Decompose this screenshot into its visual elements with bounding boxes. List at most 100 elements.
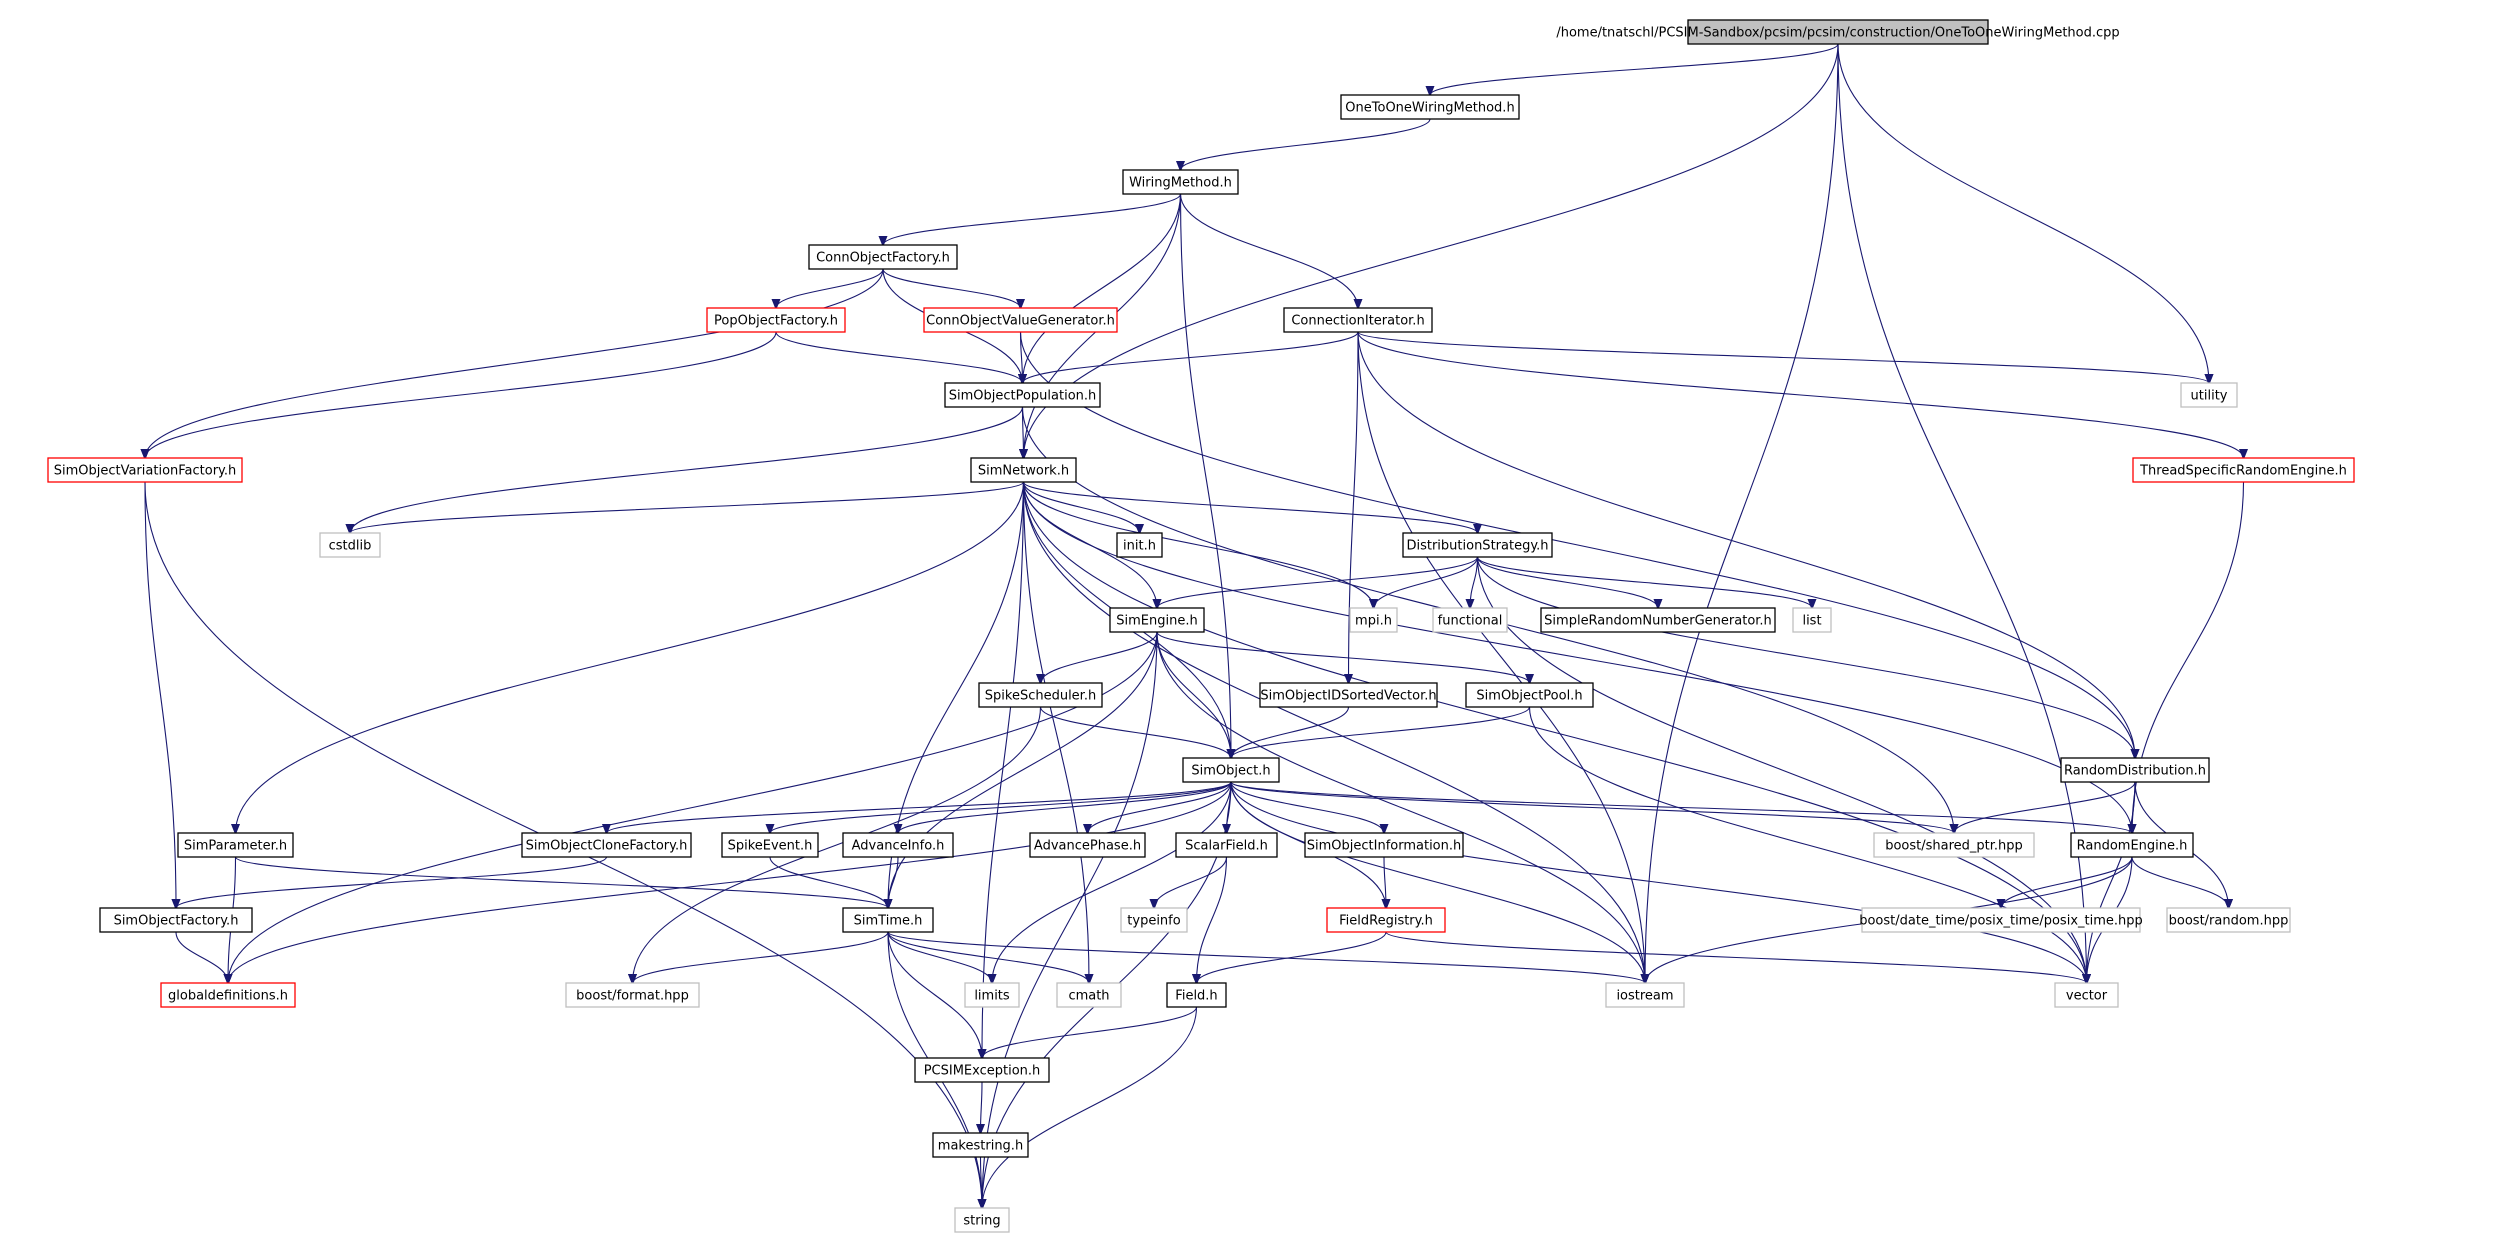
node-functional[interactable]: functional bbox=[1432, 607, 1508, 633]
node-advancephase-h[interactable]: AdvancePhase.h bbox=[1029, 832, 1146, 858]
edge-root-to-otowm bbox=[1430, 43, 1839, 95]
node-label: SimObjectIDSortedVector.h bbox=[1260, 689, 1436, 704]
node-mpi-h[interactable]: mpi.h bbox=[1349, 607, 1398, 633]
edge-sn-to-cstdlib bbox=[350, 481, 1025, 533]
node-label: AdvancePhase.h bbox=[1034, 839, 1141, 854]
edge-ai-to-st bbox=[888, 856, 899, 908]
node-simobjectclonefactory-h[interactable]: SimObjectCloneFactory.h bbox=[521, 832, 692, 858]
edge-sopool-to-so bbox=[1231, 706, 1531, 758]
node-distributionstrategy-h[interactable]: DistributionStrategy.h bbox=[1402, 532, 1553, 558]
node-connobjectfactory-h[interactable]: ConnObjectFactory.h bbox=[808, 244, 958, 270]
node-advanceinfo-h[interactable]: AdvanceInfo.h bbox=[842, 832, 954, 858]
edge-ds-to-rd bbox=[1476, 556, 2136, 758]
edge-sopool-to-vector bbox=[1528, 706, 2087, 983]
edge-ci-to-rd bbox=[1357, 331, 2135, 758]
node-makestring-h[interactable]: makestring.h bbox=[932, 1132, 1029, 1158]
node-connobjectvaluegenerator-h[interactable]: ConnObjectValueGenerator.h bbox=[923, 307, 1118, 333]
node-box bbox=[1056, 982, 1122, 1008]
node-label: SimEngine.h bbox=[1116, 614, 1197, 629]
node-utility[interactable]: utility bbox=[2180, 382, 2238, 408]
node-randomengine-h[interactable]: RandomEngine.h bbox=[2070, 832, 2194, 858]
node-simobjectpool-h[interactable]: SimObjectPool.h bbox=[1465, 682, 1594, 708]
node-label: AdvanceInfo.h bbox=[852, 839, 945, 854]
node-label: SimObjectInformation.h bbox=[1307, 839, 1462, 854]
node-scalarfield-h[interactable]: ScalarField.h bbox=[1175, 832, 1278, 858]
node-label: SimParameter.h bbox=[184, 839, 287, 854]
edge-so-to-socf bbox=[607, 781, 1232, 833]
edge-sof-to-gd bbox=[175, 931, 228, 983]
node-field-h[interactable]: Field.h bbox=[1166, 982, 1227, 1008]
node-simobject-h[interactable]: SimObject.h bbox=[1182, 757, 1280, 783]
node-label: cmath bbox=[1068, 989, 1109, 1004]
node-spikescheduler-h[interactable]: SpikeScheduler.h bbox=[978, 682, 1103, 708]
node-simparameter-h[interactable]: SimParameter.h bbox=[177, 832, 294, 858]
node-boost-format-hpp[interactable]: boost/format.hpp bbox=[565, 982, 700, 1008]
node-simnetwork-h[interactable]: SimNetwork.h bbox=[970, 457, 1077, 483]
node-box bbox=[964, 982, 1020, 1008]
node-typeinfo[interactable]: typeinfo bbox=[1120, 907, 1188, 933]
node-label: ScalarField.h bbox=[1185, 839, 1268, 854]
edge-sop-to-cstdlib bbox=[350, 406, 1024, 533]
node-init-h[interactable]: init.h bbox=[1116, 532, 1163, 558]
node-box bbox=[914, 1057, 1050, 1083]
node-simengine-h[interactable]: SimEngine.h bbox=[1109, 607, 1205, 633]
node-box bbox=[177, 832, 294, 858]
node-label: DistributionStrategy.h bbox=[1406, 539, 1548, 554]
node-box bbox=[1432, 607, 1508, 633]
node-box bbox=[706, 307, 846, 333]
node-label: SimNetwork.h bbox=[978, 464, 1069, 479]
edge-sn-to-init bbox=[1022, 481, 1140, 533]
node-boost-random-hpp[interactable]: boost/random.hpp bbox=[2166, 907, 2291, 933]
node-spikeevent-h[interactable]: SpikeEvent.h bbox=[721, 832, 819, 858]
edge-sn-to-cmath bbox=[1022, 481, 1090, 983]
edge-so-to-limits bbox=[992, 781, 1232, 983]
node-simobjectpopulation-h[interactable]: SimObjectPopulation.h bbox=[944, 382, 1101, 408]
node-home-tnatschl-pcsim-sandbox-pcsim-pcsim-construction-onetoonewiringmethod-cpp[interactable]: /home/tnatschl/PCSIM-Sandbox/pcsim/pcsim… bbox=[1556, 19, 2120, 45]
node-cstdlib[interactable]: cstdlib bbox=[319, 532, 381, 558]
node-cmath[interactable]: cmath bbox=[1056, 982, 1122, 1008]
node-label: SpikeEvent.h bbox=[728, 839, 813, 854]
edge-st-to-bf bbox=[633, 931, 889, 983]
node-list[interactable]: list bbox=[1792, 607, 1832, 633]
edge-sn-to-iostream bbox=[1022, 481, 1646, 983]
node-simobjectidsortedvector-h[interactable]: SimObjectIDSortedVector.h bbox=[1259, 682, 1438, 708]
node-globaldefinitions-h[interactable]: globaldefinitions.h bbox=[160, 982, 296, 1008]
edge-st-to-cmath bbox=[887, 931, 1089, 983]
node-wiringmethod-h[interactable]: WiringMethod.h bbox=[1122, 169, 1239, 195]
edge-sn-to-pcsimex bbox=[982, 481, 1025, 1058]
node-popobjectfactory-h[interactable]: PopObjectFactory.h bbox=[706, 307, 846, 333]
node-simplerandomnumbergenerator-h[interactable]: SimpleRandomNumberGenerator.h bbox=[1540, 607, 1776, 633]
node-simobjectfactory-h[interactable]: SimObjectFactory.h bbox=[99, 907, 253, 933]
edge-wm-to-sop bbox=[1023, 193, 1182, 383]
node-fieldregistry-h[interactable]: FieldRegistry.h bbox=[1326, 907, 1446, 933]
edge-wm-to-cof bbox=[883, 193, 1182, 245]
node-box bbox=[954, 1207, 1010, 1233]
node-boost-date-time-posix-time-posix-time-hpp[interactable]: boost/date_time/posix_time/posix_time.hp… bbox=[1859, 907, 2143, 933]
node-box bbox=[99, 907, 253, 933]
node-string[interactable]: string bbox=[954, 1207, 1010, 1233]
node-box bbox=[1259, 682, 1438, 708]
edge-so-to-soi bbox=[1230, 781, 1384, 833]
edge-soidsv-to-so bbox=[1231, 706, 1350, 758]
edge-otowm-to-wm bbox=[1181, 118, 1431, 170]
node-pcsimexception-h[interactable]: PCSIMException.h bbox=[914, 1057, 1050, 1083]
edge-root-to-iostream bbox=[1645, 43, 1839, 983]
node-limits[interactable]: limits bbox=[964, 982, 1020, 1008]
edge-root-to-utility bbox=[1837, 43, 2209, 383]
node-simobjectinformation-h[interactable]: SimObjectInformation.h bbox=[1304, 832, 1464, 858]
edge-so-to-ai bbox=[898, 781, 1232, 833]
node-label: ConnObjectValueGenerator.h bbox=[926, 314, 1115, 329]
node-boost-shared-ptr-hpp[interactable]: boost/shared_ptr.hpp bbox=[1873, 832, 2035, 858]
node-vector[interactable]: vector bbox=[2054, 982, 2119, 1008]
node-connectioniterator-h[interactable]: ConnectionIterator.h bbox=[1283, 307, 1433, 333]
node-threadspecificrandomengine-h[interactable]: ThreadSpecificRandomEngine.h bbox=[2132, 457, 2355, 483]
node-randomdistribution-h[interactable]: RandomDistribution.h bbox=[2060, 757, 2210, 783]
node-onetoonewiringmethod-h[interactable]: OneToOneWiringMethod.h bbox=[1340, 94, 1520, 120]
edge-sn-to-ds bbox=[1022, 481, 1478, 533]
node-label: iostream bbox=[1616, 989, 1673, 1004]
node-label: PopObjectFactory.h bbox=[714, 314, 838, 329]
node-box bbox=[1304, 832, 1464, 858]
node-iostream[interactable]: iostream bbox=[1605, 982, 1685, 1008]
node-simtime-h[interactable]: SimTime.h bbox=[842, 907, 934, 933]
node-simobjectvariationfactory-h[interactable]: SimObjectVariationFactory.h bbox=[47, 457, 243, 483]
